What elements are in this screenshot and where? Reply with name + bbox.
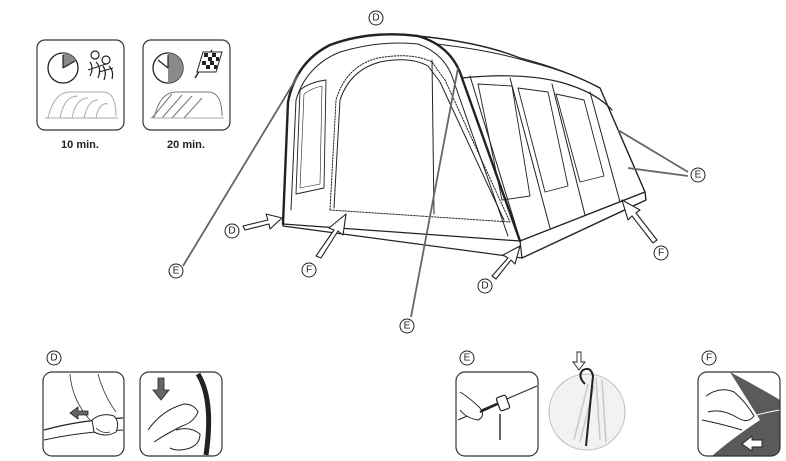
setup-time-card-20: 20 min. <box>142 39 231 151</box>
step-e-peg-detail <box>548 351 626 451</box>
svg-text:D: D <box>481 281 488 292</box>
step-e-letter: E <box>464 353 471 364</box>
svg-text:F: F <box>306 265 312 276</box>
callout-f-door: F <box>301 262 317 278</box>
svg-text:E: E <box>695 170 702 181</box>
arrow-left-icon <box>69 406 89 420</box>
callout-d-front: D <box>224 223 240 239</box>
arrow-down-icon <box>572 351 586 371</box>
clock-icon <box>152 52 184 84</box>
arrow-d-right <box>491 245 521 280</box>
svg-text:F: F <box>658 248 664 259</box>
guyline-left <box>182 73 300 267</box>
clock-icon <box>47 52 79 84</box>
callout-d-top: D <box>368 10 384 26</box>
front-arch-tube <box>281 33 522 243</box>
svg-text:D: D <box>372 13 379 24</box>
checkered-flag-icon <box>194 49 223 79</box>
callout-e-center: E <box>399 318 415 334</box>
step-f: F <box>697 350 781 457</box>
step-d: D <box>42 350 223 457</box>
svg-text:D: D <box>228 226 235 237</box>
door-outline <box>329 55 511 223</box>
setup-time-10-label: 10 min. <box>61 139 99 151</box>
svg-text:E: E <box>404 321 411 332</box>
callout-f-side: F <box>653 245 669 261</box>
step-d-panel-2 <box>139 371 223 457</box>
arrow-left-icon <box>741 435 763 452</box>
guyline-center <box>410 67 459 318</box>
step-d-panel-1 <box>42 371 125 457</box>
step-d-letter: D <box>50 353 57 364</box>
callout-labels: D D E F E D E F <box>168 10 706 334</box>
arrow-f-door <box>315 213 347 259</box>
step-e: E <box>455 350 626 457</box>
svg-text:E: E <box>173 266 180 277</box>
guyline-right-lower <box>627 167 689 177</box>
tent-peg-icon <box>573 367 607 447</box>
arrow-f-side <box>621 199 658 244</box>
arrow-down-icon <box>152 377 170 401</box>
step-f-panel <box>697 371 781 457</box>
callout-e-left: E <box>168 263 184 279</box>
guyline-right-upper <box>617 129 689 173</box>
tent-frame-sketch-icon <box>150 91 224 119</box>
arrow-d-front <box>242 213 283 231</box>
step-e-panel-1 <box>455 371 539 457</box>
two-people-icon <box>87 50 114 81</box>
mallet-icon <box>479 394 511 414</box>
callout-d-right: D <box>477 278 493 294</box>
callout-arrows <box>242 199 658 280</box>
step-f-letter: F <box>706 353 712 364</box>
tent-sketch-icon <box>45 91 118 119</box>
setup-time-card-10: 10 min. <box>36 39 125 151</box>
guylines <box>182 67 689 318</box>
setup-time-20-label: 20 min. <box>167 139 205 151</box>
callout-e-right: E <box>690 167 706 183</box>
